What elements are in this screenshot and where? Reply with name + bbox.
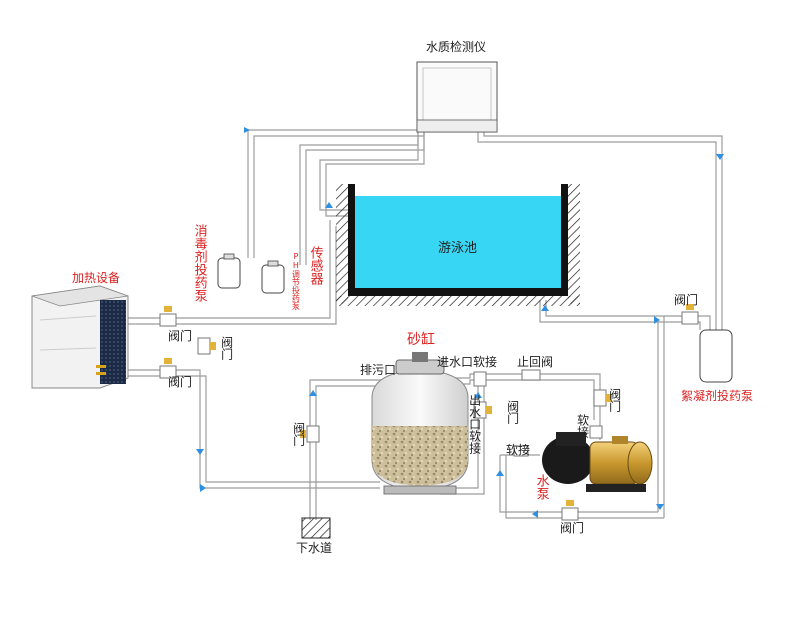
flow-arrow-down — [196, 449, 204, 455]
valve-label: 阀门 — [607, 388, 622, 412]
sand-filter-tank — [371, 352, 469, 495]
flow-arrow-left — [532, 510, 538, 518]
drain-port-label: 排污口 — [360, 363, 397, 377]
water-pump-label: 水泵 — [533, 474, 549, 500]
valve-icon — [681, 304, 699, 325]
flow-arrow-down — [716, 154, 724, 160]
water-quality-meter — [416, 61, 498, 133]
ph-pump-label: PH调节投药泵 — [291, 252, 301, 310]
flow-arrow-up — [496, 470, 504, 476]
ph-pump-tank — [261, 260, 285, 294]
heating-device — [31, 285, 129, 389]
swimming-pool — [336, 184, 580, 306]
heating-device-label: 加热设备 — [72, 271, 121, 285]
hose-right-label: 软接 — [575, 414, 590, 438]
pool-label: 游泳池 — [438, 241, 478, 256]
check-valve-icon — [521, 369, 541, 381]
check-valve-label: 止回阀 — [517, 355, 554, 369]
water-quality-meter-label: 水质检测仪 — [426, 40, 487, 54]
sand-tank-label: 砂缸 — [407, 332, 435, 348]
valve-icon — [561, 500, 579, 521]
water-pump — [542, 432, 653, 492]
hose-left-label: 软接 — [506, 443, 531, 457]
flow-arrow-down — [656, 504, 664, 510]
valve-icon — [159, 306, 177, 327]
outlet-hose-label: 出水口软接 — [467, 394, 482, 454]
flow-arrow-right — [200, 484, 206, 492]
valve-icon — [473, 401, 492, 419]
valve-icon — [159, 358, 177, 379]
valve-label: 阀门 — [560, 521, 585, 535]
disinfectant-pump-tank — [217, 253, 241, 289]
valve-label: 阀门 — [291, 422, 306, 446]
valve-icon — [197, 337, 216, 355]
valves — [159, 304, 699, 521]
hose-connector-icon — [513, 445, 529, 457]
flow-arrow-right — [244, 127, 250, 133]
hose-connector-icon — [589, 425, 603, 439]
disinfectant-pump-label: 消毒剂投药泵 — [191, 224, 207, 302]
flow-arrow-down — [541, 305, 549, 311]
flocculant-pump-label: 絮凝剂投药泵 — [681, 389, 754, 403]
valve-label: 阀门 — [168, 329, 193, 343]
sensor-label: 传感器 — [307, 246, 323, 285]
flow-arrow-down — [474, 392, 482, 398]
valve-icon — [593, 389, 612, 407]
sewer-label: 下水道 — [296, 541, 333, 555]
inlet-hose-label: 进水口软接 — [437, 355, 498, 369]
valve-label: 阀门 — [168, 375, 193, 389]
flocculant-pump-tank — [699, 329, 733, 383]
hose-connector-icon — [473, 371, 487, 387]
flow-arrow-down — [309, 390, 317, 396]
valve-label: 阀门 — [674, 293, 699, 307]
flow-arrow-up — [325, 202, 333, 208]
sewer-drain — [301, 517, 331, 539]
valve-icon — [300, 425, 320, 443]
valve-label: 阀门 — [219, 336, 234, 360]
valve-label: 阀门 — [505, 400, 520, 424]
flow-arrow-right — [654, 316, 660, 324]
